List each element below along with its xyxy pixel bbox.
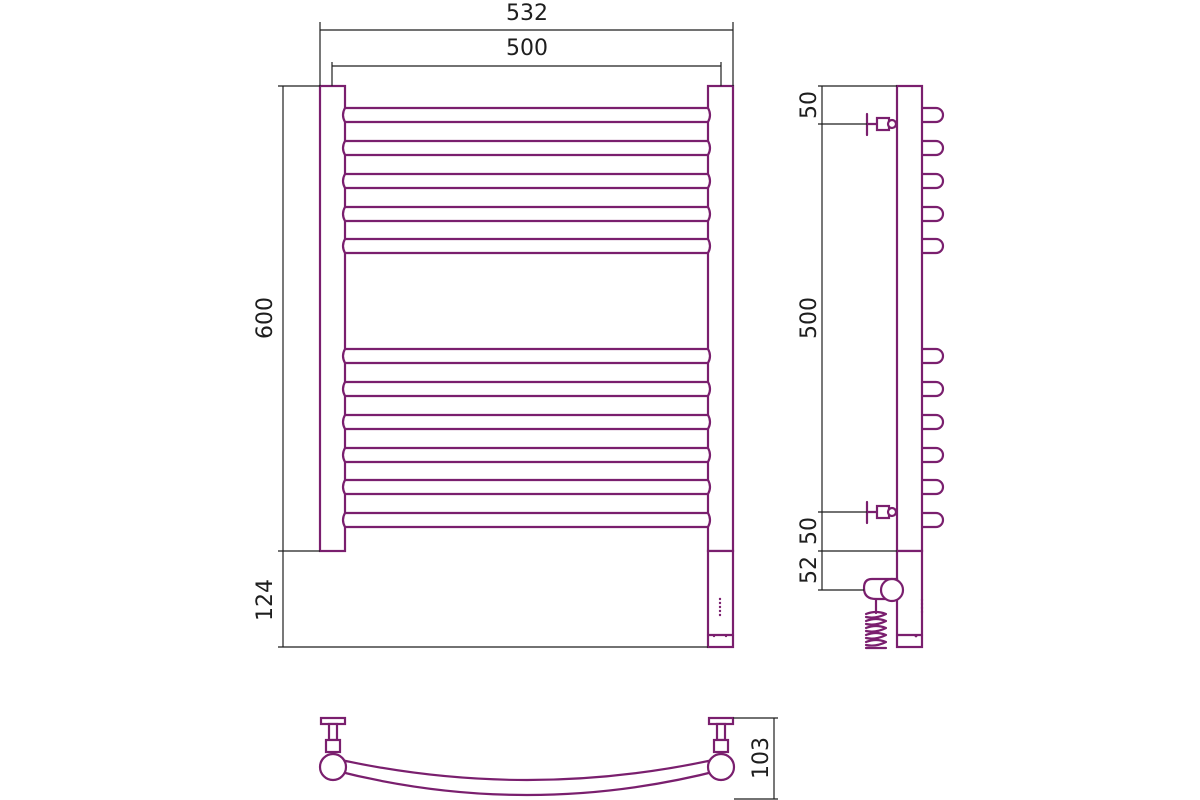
crossbar-end-4 — [920, 205, 945, 223]
coil-loop — [864, 624, 888, 633]
dim-axis-width: 500 — [506, 36, 548, 61]
curved-rail-inner — [339, 758, 715, 782]
left-mount-nut — [324, 738, 342, 754]
crossbar-end-1 — [920, 106, 945, 124]
crossbar-9 — [341, 446, 712, 464]
indicator-dot — [920, 610, 924, 614]
indicator-dot — [724, 634, 728, 638]
side-upright — [895, 84, 924, 553]
crossbar-end-3 — [920, 172, 945, 190]
crossbar-end-6 — [920, 347, 945, 365]
right-mount-nut — [712, 738, 730, 754]
crossbar-end-11 — [920, 511, 945, 529]
side-electric-housing — [895, 549, 924, 649]
dimension-lines — [278, 22, 897, 800]
indicator-dot — [914, 634, 918, 638]
dim-side-connector: 52 — [797, 556, 822, 584]
side-crossbar-ends — [920, 106, 945, 529]
crossbar-4 — [341, 205, 712, 223]
crossbar-10 — [341, 478, 712, 496]
crossbar-1 — [341, 106, 712, 124]
indicator-dot — [718, 613, 722, 617]
coil-loop — [864, 631, 888, 640]
crossbar-end-5 — [920, 237, 945, 255]
right-upright — [706, 84, 735, 553]
dim-side-top: 50 — [797, 91, 822, 119]
dim-side-bottom: 50 — [797, 517, 822, 545]
wall-bracket-top — [865, 112, 898, 137]
left-mount-stem — [327, 722, 339, 742]
indicator-dot — [718, 601, 722, 605]
heating-connector — [862, 577, 905, 615]
crossbar-end-10 — [920, 478, 945, 496]
crossbar-7 — [341, 380, 712, 398]
coil-loop — [864, 610, 888, 619]
dimension-labels: 532 500 600 124 50 500 50 52 103 — [253, 1, 822, 779]
right-end-cap — [706, 752, 736, 782]
crossbar-end-8 — [920, 413, 945, 431]
curved-rail-outer — [331, 768, 723, 797]
crossbar-end-7 — [920, 380, 945, 398]
dim-plan-depth: 103 — [749, 737, 774, 779]
right-mount-stem — [715, 722, 727, 742]
crossbar-5 — [341, 237, 712, 255]
side-housing-dots — [914, 598, 924, 638]
housing-indicator-dots — [712, 597, 728, 638]
indicator-dot — [920, 606, 924, 610]
coil-loop — [864, 617, 888, 626]
left-end-cap — [318, 752, 348, 782]
crossbar-end-2 — [920, 139, 945, 157]
coil-loop — [864, 638, 888, 647]
indicator-dot — [712, 634, 716, 638]
dim-rail-height: 600 — [253, 297, 278, 339]
plan-view — [318, 716, 736, 797]
power-cord-coil — [864, 610, 888, 650]
dim-cable-section: 124 — [253, 579, 278, 621]
electric-unit-housing — [706, 549, 735, 649]
dim-side-axis: 500 — [797, 297, 822, 339]
indicator-dot — [718, 597, 722, 601]
crossbar-2 — [341, 139, 712, 157]
left-upright — [318, 84, 347, 553]
indicator-dot — [718, 605, 722, 609]
wall-bracket-bottom — [865, 500, 898, 525]
front-view — [318, 84, 735, 649]
dim-overall-width: 532 — [506, 1, 548, 26]
indicator-dot — [920, 602, 924, 606]
crossbar-end-9 — [920, 446, 945, 464]
crossbar-8 — [341, 413, 712, 431]
crossbar-6 — [341, 347, 712, 365]
crossbar-3 — [341, 172, 712, 190]
indicator-dot — [920, 598, 924, 602]
front-crossbars — [341, 106, 712, 529]
side-view — [862, 84, 945, 650]
indicator-dot — [718, 609, 722, 613]
crossbar-11 — [341, 511, 712, 529]
